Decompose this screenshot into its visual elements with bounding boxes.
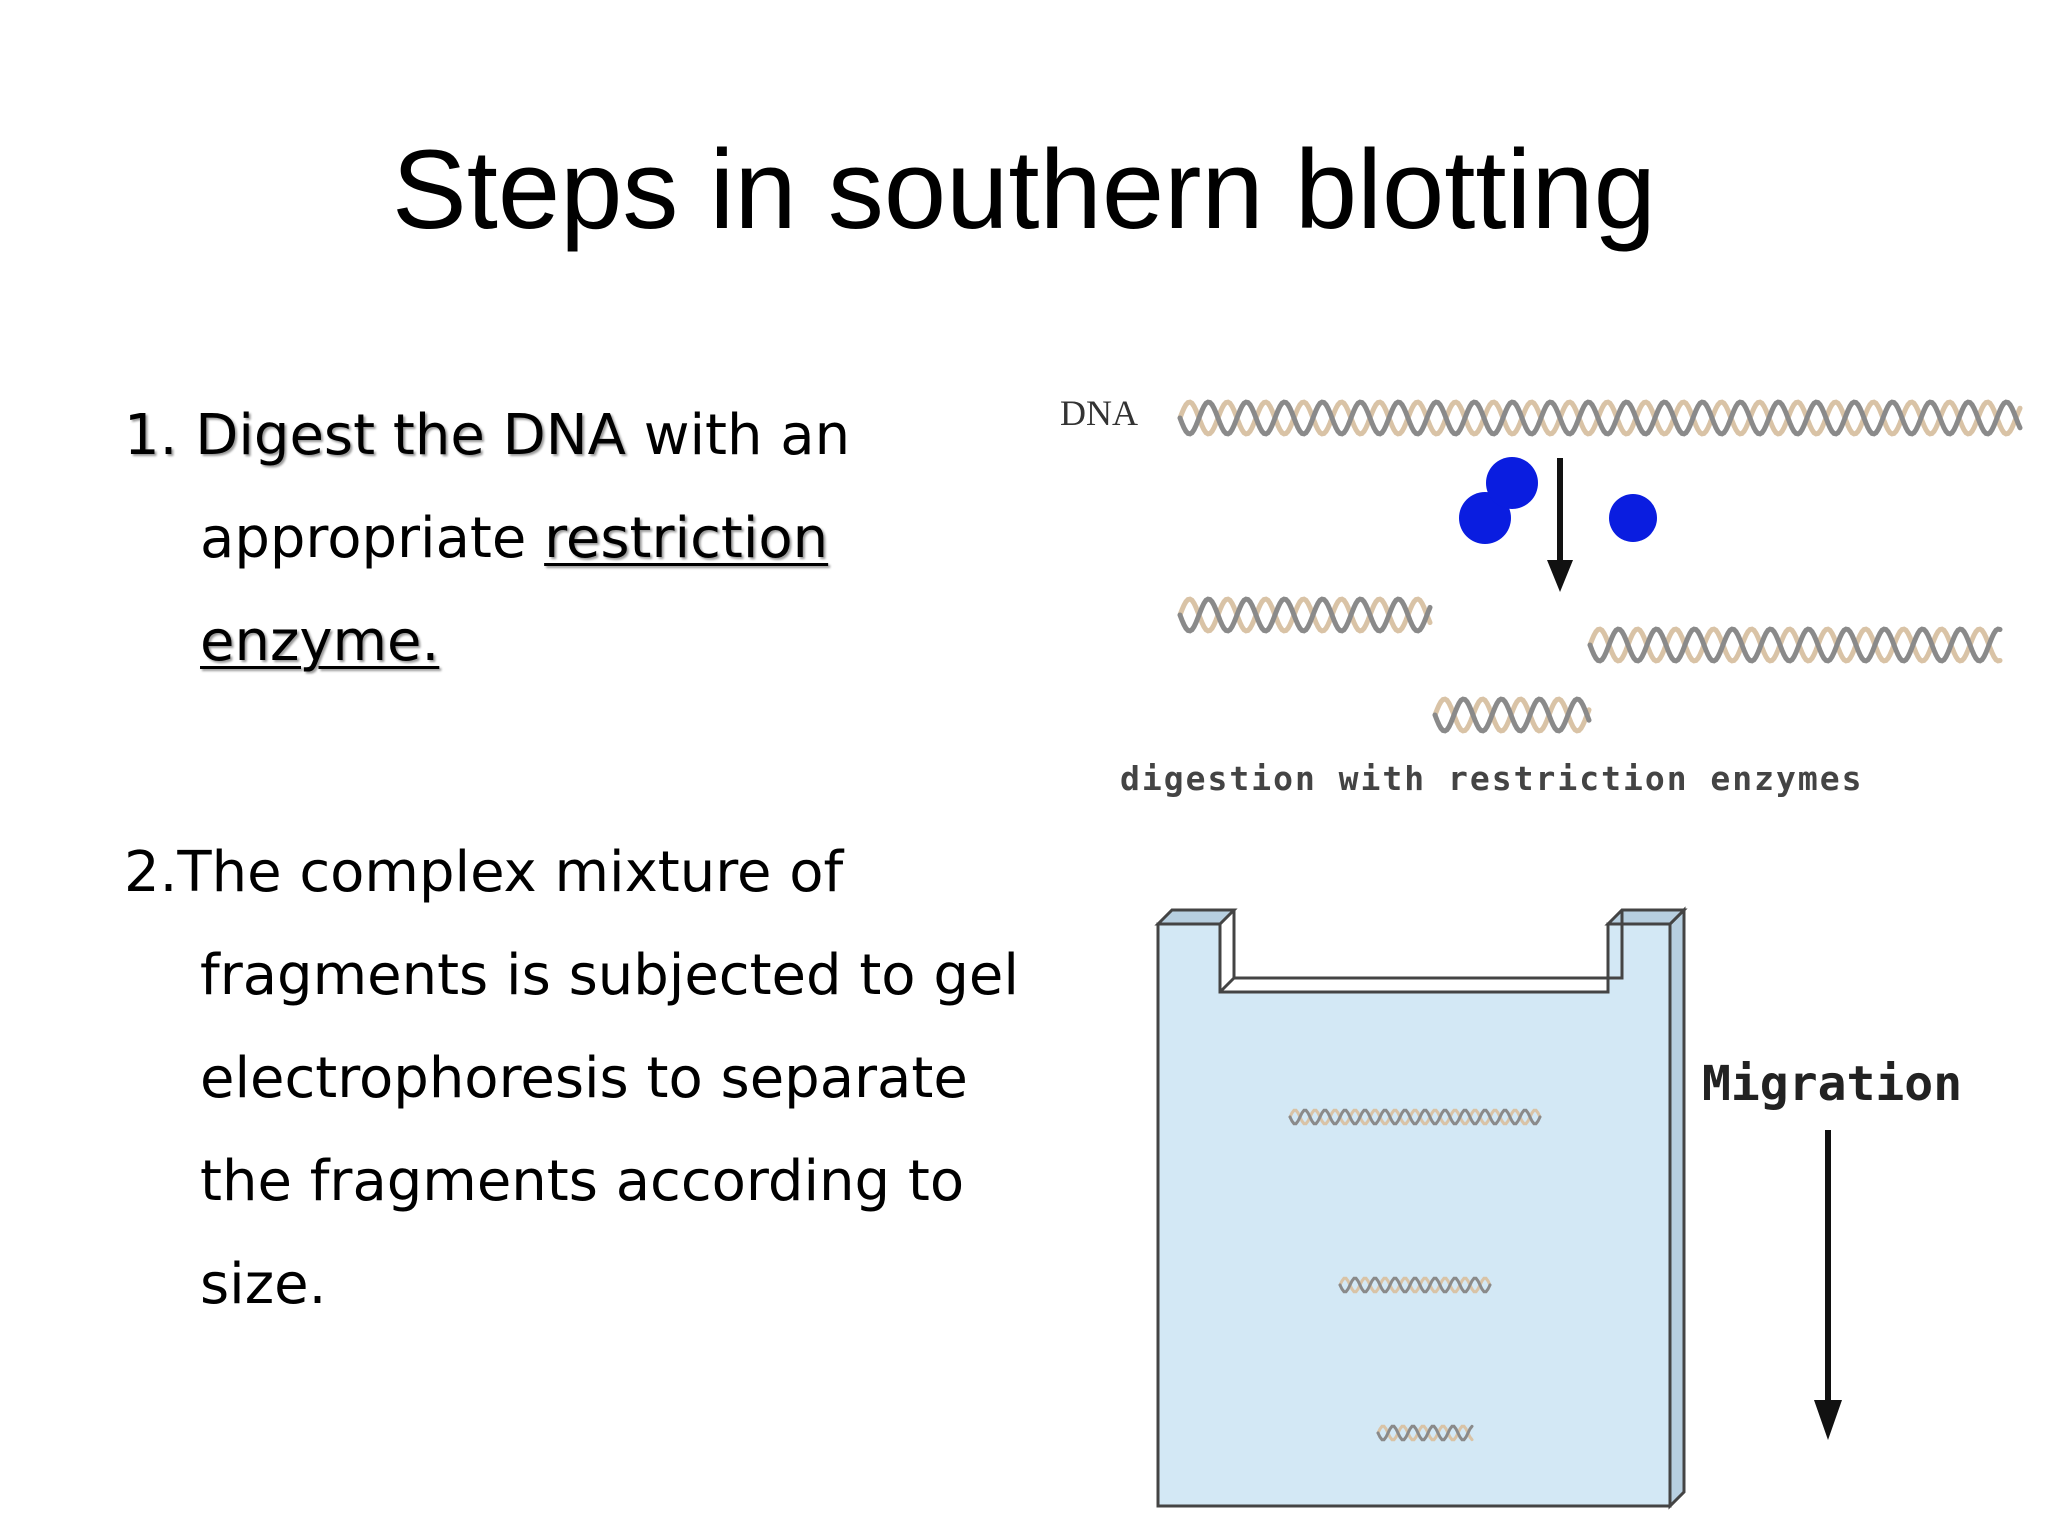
step-2-line-5: size. bbox=[200, 1252, 327, 1317]
gel-side bbox=[1668, 906, 1686, 1510]
enzyme-link[interactable]: enzyme. bbox=[200, 609, 440, 674]
gel-diagram: Migration bbox=[1154, 906, 1962, 1510]
dna-fragment-left bbox=[1177, 596, 1433, 634]
well-edge bbox=[1218, 976, 1236, 994]
dna-fragment-small bbox=[1432, 696, 1592, 734]
gel-band-medium bbox=[1338, 1276, 1492, 1294]
step-1: 1. Digest the DNA with an appropriate re… bbox=[124, 384, 1064, 693]
dna-fragment-right bbox=[1587, 626, 2003, 664]
step-2-line-2: fragments is subjected to gel bbox=[200, 943, 1019, 1008]
dna-label: DNA bbox=[1060, 393, 1138, 433]
enzyme-dot bbox=[1459, 492, 1511, 544]
gel-front bbox=[1156, 922, 1672, 1508]
digest-arrow-head bbox=[1547, 560, 1573, 592]
gel-top-left bbox=[1154, 908, 1238, 926]
slide-title: Steps in southern blotting bbox=[392, 127, 1656, 252]
step-2-line-3: electrophoresis to separate bbox=[200, 1046, 968, 1111]
gel-box bbox=[1154, 906, 1688, 1510]
dna-strand bbox=[1177, 399, 2023, 437]
step-2-line-4: the fragments according to bbox=[200, 1149, 965, 1214]
step-1-text-a: with an bbox=[625, 403, 851, 468]
gel-band-large bbox=[1288, 1108, 1542, 1126]
migration-arrow-head bbox=[1814, 1400, 1842, 1440]
enzyme-dot bbox=[1486, 457, 1538, 509]
step-1-line-3: enzyme. bbox=[124, 590, 1064, 693]
well-back bbox=[1232, 910, 1624, 980]
gel-top-right bbox=[1604, 908, 1688, 926]
step-1-highlight: Digest the DNA bbox=[195, 403, 626, 468]
migration-label: Migration bbox=[1702, 1056, 1962, 1112]
step-1-number: 1. bbox=[124, 403, 178, 468]
step-1-line-1: 1. Digest the DNA with an bbox=[124, 384, 1064, 487]
step-1-line-2: appropriate restriction bbox=[124, 487, 1064, 590]
step-1-text-b: appropriate bbox=[200, 506, 545, 571]
restriction-link[interactable]: restriction bbox=[544, 506, 829, 571]
enzyme-dot bbox=[1609, 494, 1657, 542]
gel-band-small bbox=[1376, 1424, 1474, 1442]
digestion-diagram: DNA digestion with restriction enzymes bbox=[1060, 393, 2023, 798]
step-2: 2.The complex mixture of fragments is su… bbox=[124, 821, 1064, 1336]
digestion-caption: digestion with restriction enzymes bbox=[1120, 759, 1864, 798]
step-2-line-1: 2.The complex mixture of bbox=[124, 840, 844, 905]
